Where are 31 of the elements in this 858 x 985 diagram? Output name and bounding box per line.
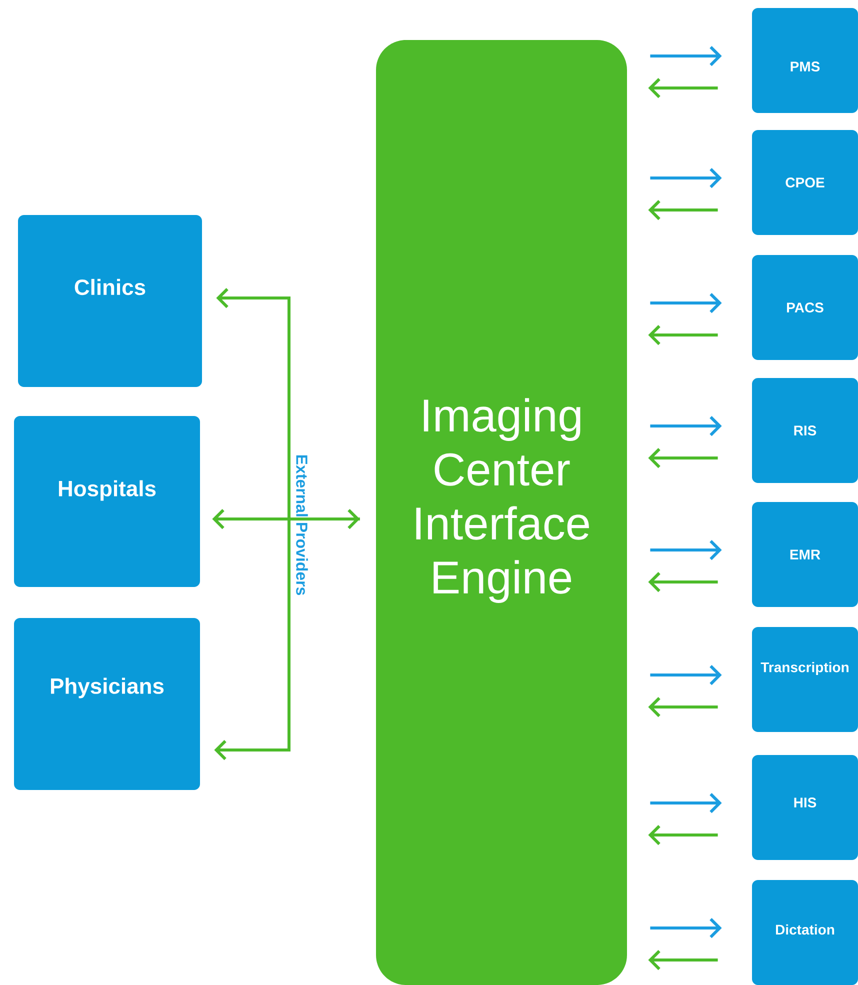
system-box: EMR [752, 502, 858, 607]
arrow [648, 572, 718, 592]
arrow [650, 918, 722, 938]
source-box: Clinics [18, 215, 202, 387]
arrow [650, 416, 722, 436]
arrow [650, 292, 722, 314]
source-box: Hospitals [14, 416, 200, 587]
arrow [648, 824, 718, 846]
arrow [650, 46, 722, 66]
arrow [648, 448, 718, 468]
source-box: Physicians [14, 618, 200, 790]
system-box: Dictation [752, 880, 858, 985]
system-box: CPOE [752, 130, 858, 235]
system-box: PACS [752, 255, 858, 360]
system-box: Transcription [752, 627, 858, 732]
arrow [648, 696, 718, 718]
rotated-label: External Providers [296, 455, 308, 596]
arrow [650, 664, 722, 686]
system-box: PMS [752, 8, 858, 113]
arrow [648, 78, 718, 98]
arrow [648, 950, 718, 970]
arrow [648, 200, 718, 220]
engine-block: Imaging Center Interface Engine [376, 40, 627, 985]
arrow [650, 540, 722, 560]
arrow [650, 168, 722, 188]
arrow [212, 508, 360, 530]
arrow [650, 792, 722, 814]
system-box: HIS [752, 755, 858, 860]
arrow [214, 518, 360, 760]
system-box: RIS [752, 378, 858, 483]
arrow [648, 324, 718, 346]
